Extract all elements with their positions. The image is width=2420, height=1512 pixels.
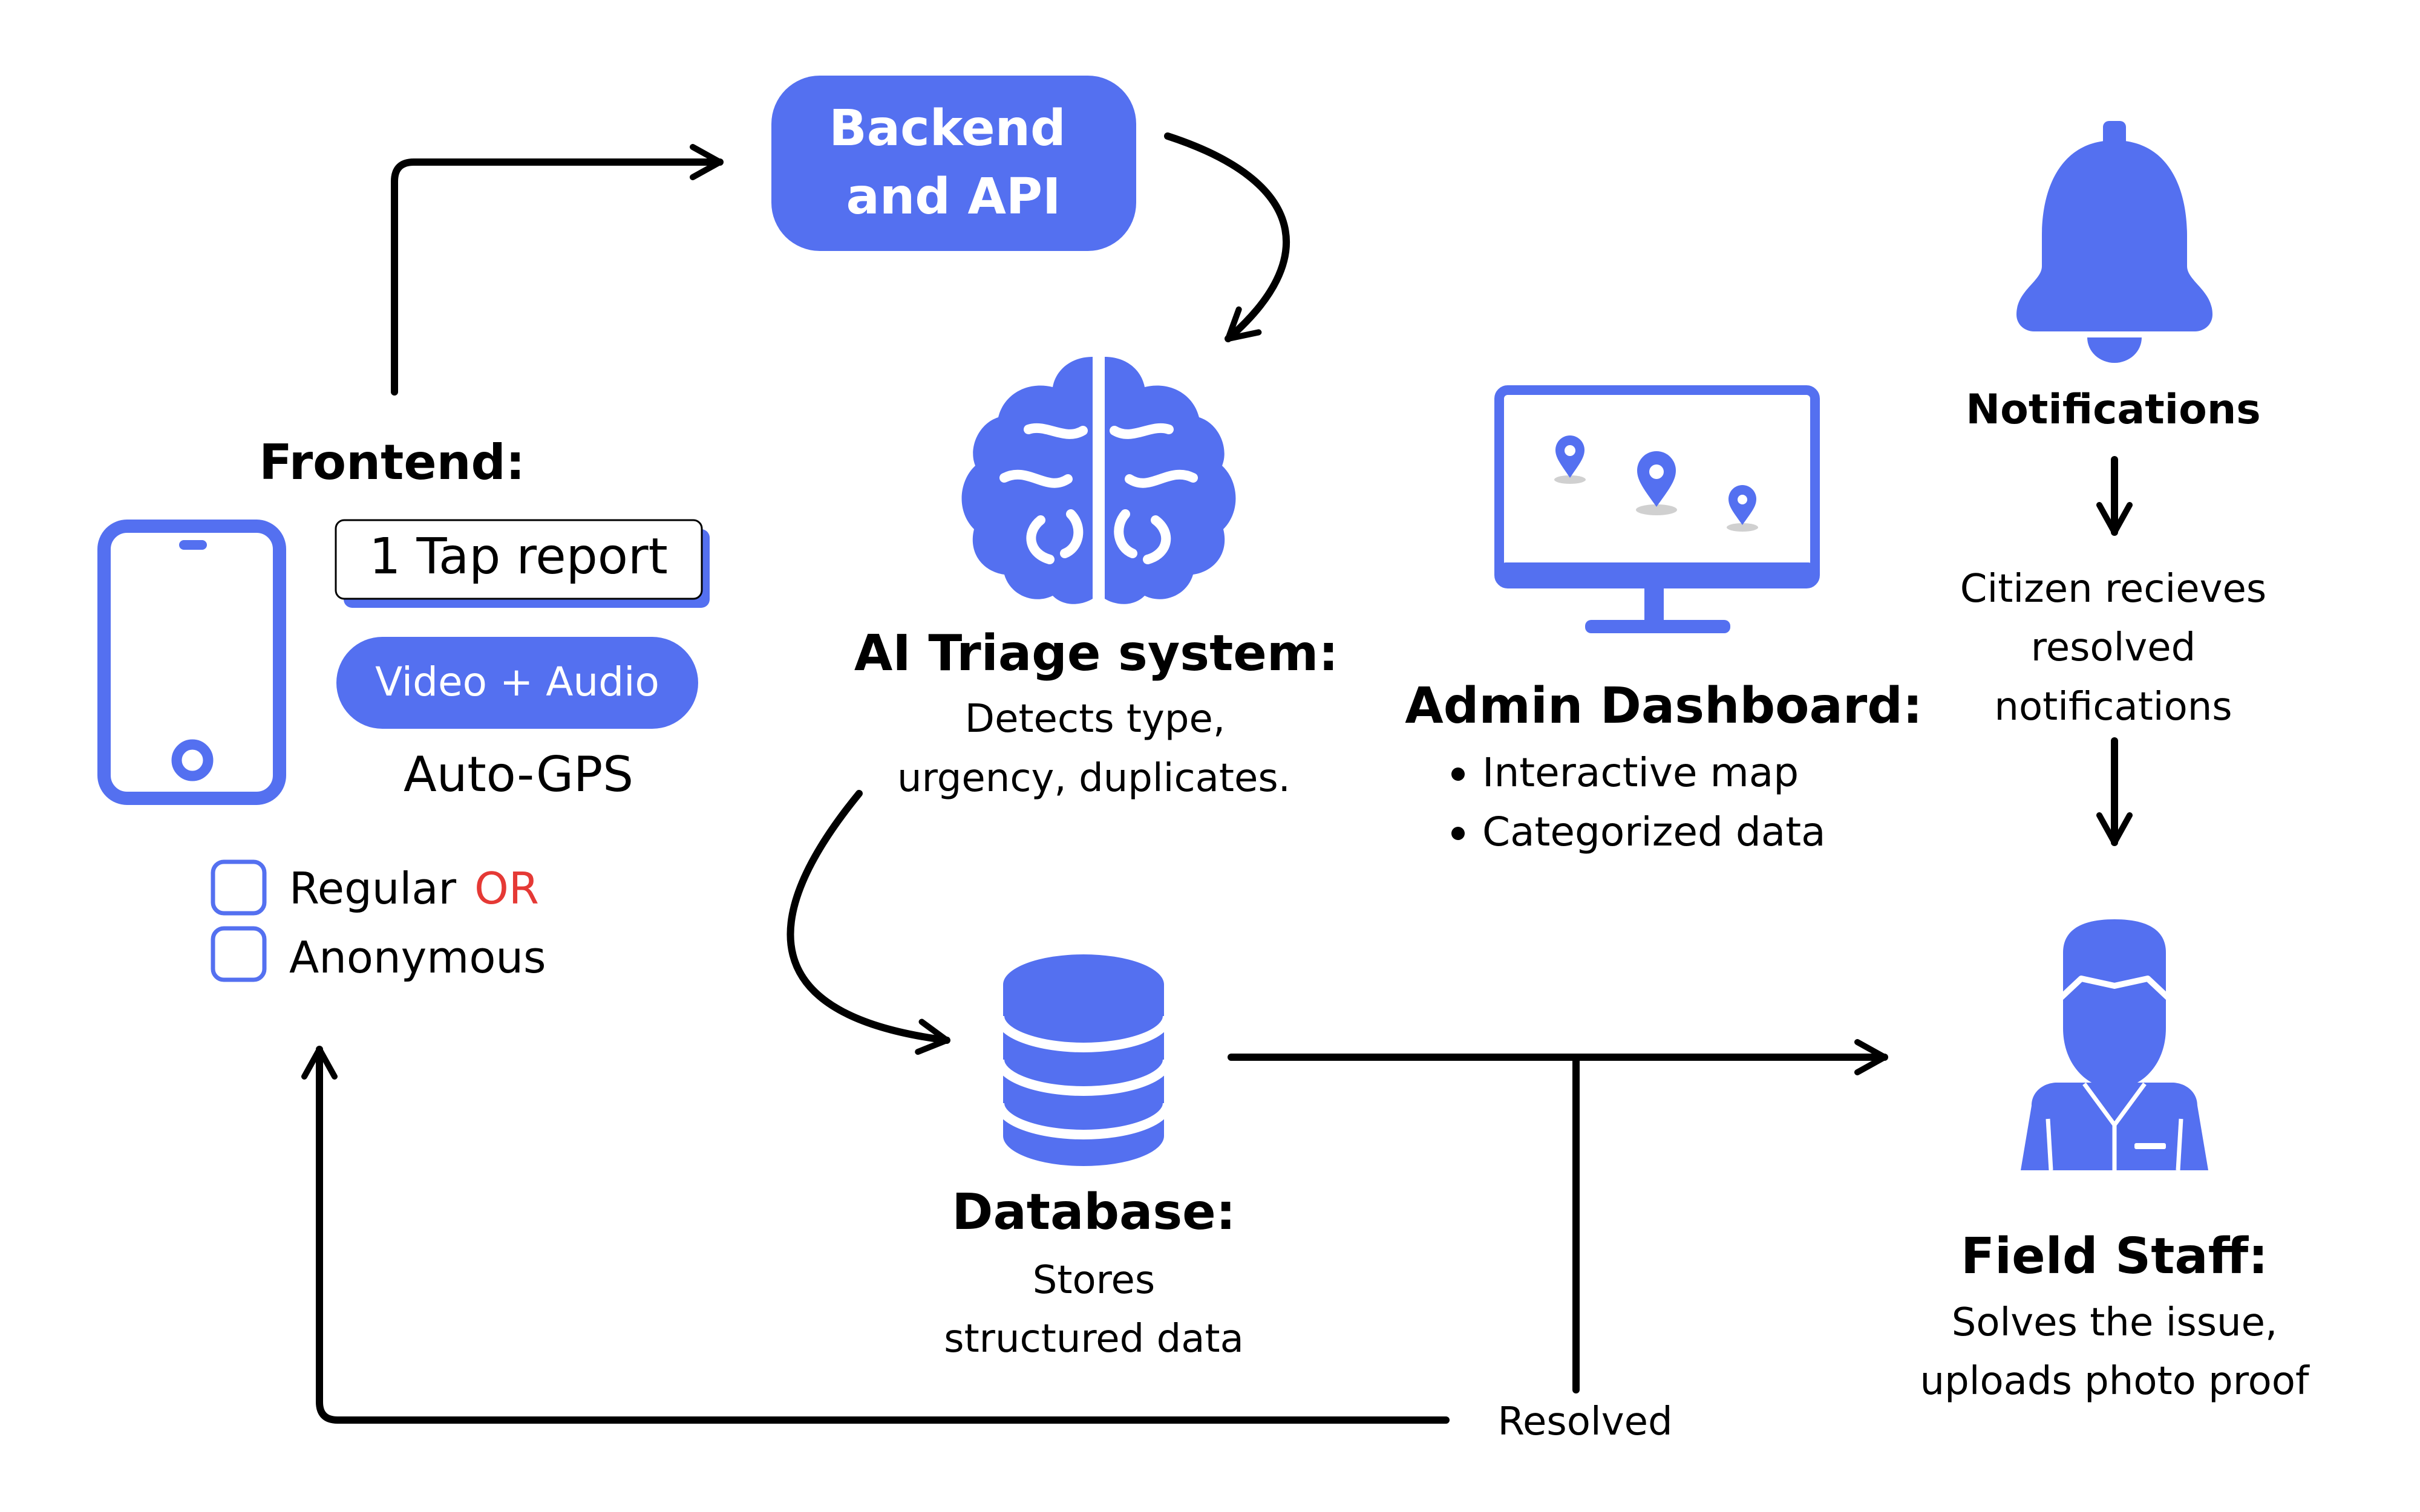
ai-triage-node: AI Triage system: Detects type, urgency,…	[854, 357, 1338, 801]
smartphone-icon	[97, 520, 286, 805]
ai-triage-desc-line1: Detects type,	[965, 697, 1225, 741]
database-desc-line2: structured data	[944, 1317, 1244, 1361]
admin-title: Admin Dashboard:	[1405, 677, 1923, 735]
bullet-icon	[1451, 827, 1465, 840]
notifications-node: Notifications Citizen recieves resolved …	[1960, 121, 2266, 729]
monitor-map-icon	[1494, 385, 1820, 633]
database-icon	[995, 954, 1172, 1166]
arrow-ai-to-database	[786, 790, 950, 1055]
database-title: Database:	[952, 1184, 1235, 1241]
database-desc-line1: Stores	[1033, 1258, 1156, 1303]
video-audio-label: Video + Audio	[375, 659, 659, 705]
regular-checkbox[interactable]	[211, 859, 267, 916]
connectors	[301, 132, 2133, 1424]
backend-label-line1: Backend	[829, 100, 1065, 157]
worker-icon	[2021, 919, 2208, 1171]
map-pin-icon	[1727, 485, 1758, 532]
map-pin-icon	[1636, 451, 1677, 515]
ai-triage-desc-line2: urgency, duplicates.	[897, 756, 1290, 801]
frontend-node: Frontend: 1 Tap report Video + Audio Aut…	[97, 434, 710, 983]
video-audio-button[interactable]: Video + Audio	[336, 637, 698, 729]
backend-node: Backend and API	[771, 76, 1136, 251]
admin-dashboard-node: Admin Dashboard: Interactive map Categor…	[1405, 385, 1923, 855]
anonymous-checkbox[interactable]	[211, 926, 267, 982]
field-staff-title: Field Staff:	[1961, 1228, 2268, 1285]
auto-gps-label: Auto-GPS	[404, 746, 633, 803]
anonymous-label: Anonymous	[289, 932, 546, 983]
database-node: Database: Stores structured data	[944, 954, 1244, 1361]
field-staff-desc-line2: uploads photo proof	[1920, 1359, 2310, 1404]
notifications-title: Notifications	[1966, 386, 2260, 434]
arrow-backend-to-ai	[1164, 132, 1290, 342]
admin-bullet-1: Interactive map	[1482, 749, 1799, 796]
notifications-desc-line1: Citizen recieves	[1960, 567, 2266, 611]
field-staff-node: Field Staff: Solves the issue, uploads p…	[1920, 919, 2310, 1404]
backend-label-line2: and API	[846, 168, 1061, 226]
bullet-icon	[1451, 767, 1465, 781]
notifications-desc-line2: resolved	[2031, 625, 2196, 670]
or-label: OR	[474, 863, 539, 914]
brain-icon	[961, 357, 1236, 604]
arrow-resolved-to-frontend	[301, 1046, 1450, 1424]
ai-triage-title: AI Triage system:	[854, 625, 1338, 682]
resolved-label: Resolved	[1497, 1400, 1672, 1444]
tap-report-button[interactable]: 1 Tap report	[335, 519, 710, 608]
frontend-title: Frontend:	[259, 434, 525, 490]
notifications-desc-line3: notifications	[1994, 685, 2232, 729]
backend-box	[771, 76, 1136, 251]
map-pin-icon	[1554, 435, 1586, 484]
tap-report-label: 1 Tap report	[369, 528, 668, 585]
bell-icon	[2016, 121, 2212, 363]
admin-bullet-2: Categorized data	[1482, 809, 1826, 855]
field-staff-desc-line1: Solves the issue,	[1952, 1300, 2278, 1345]
arrow-frontend-to-backend	[391, 144, 724, 396]
